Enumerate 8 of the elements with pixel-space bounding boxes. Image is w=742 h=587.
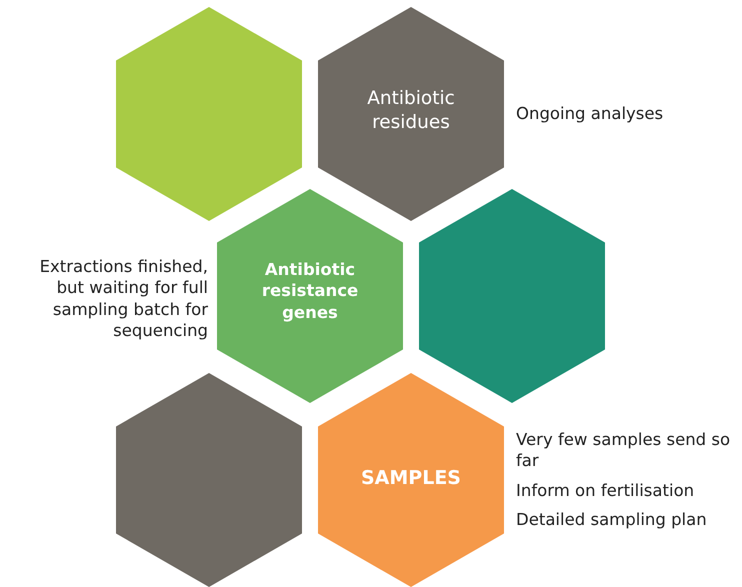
status-note: Inform on fertilisation (516, 480, 696, 502)
hexagon-label: Antibiotic residues (366, 87, 456, 136)
status-note: Very few samples send so far (516, 429, 732, 472)
hexagon-label: Antibiotic resistance genes (260, 259, 360, 324)
status-note: Ongoing analyses (516, 103, 664, 124)
status-note: Extractions finished, but waiting for full sampling batch for sequencing (38, 256, 208, 342)
hexagon-label: SAMPLES (360, 466, 462, 491)
status-note: Detailed sampling plan (516, 509, 708, 530)
